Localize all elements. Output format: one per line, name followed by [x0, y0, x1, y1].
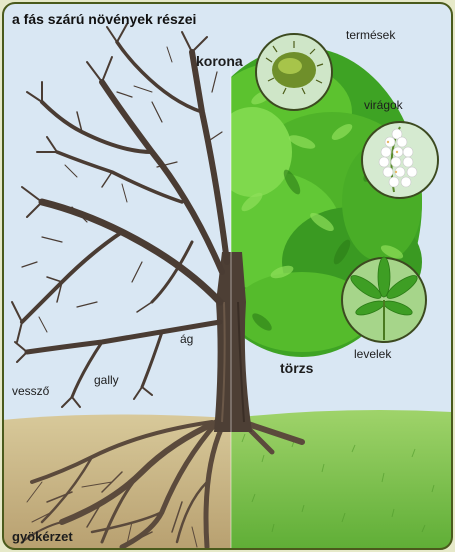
- label-viragok: virágok: [364, 99, 403, 111]
- fruit-inset: [256, 34, 332, 110]
- flowers-inset: [362, 122, 438, 198]
- label-galy: gally: [94, 374, 119, 386]
- label-korona: korona: [196, 54, 243, 68]
- label-termesek: termések: [346, 29, 395, 41]
- label-levelek: levelek: [354, 348, 391, 360]
- label-gyokerzet: gyökérzet: [12, 530, 73, 543]
- label-torzs: törzs: [280, 361, 313, 375]
- label-vesszo: vessző: [12, 385, 49, 397]
- diagram-title: a fás szárú növények részei: [12, 12, 196, 26]
- leaves-inset: [342, 257, 426, 342]
- label-ag: ág: [180, 333, 193, 345]
